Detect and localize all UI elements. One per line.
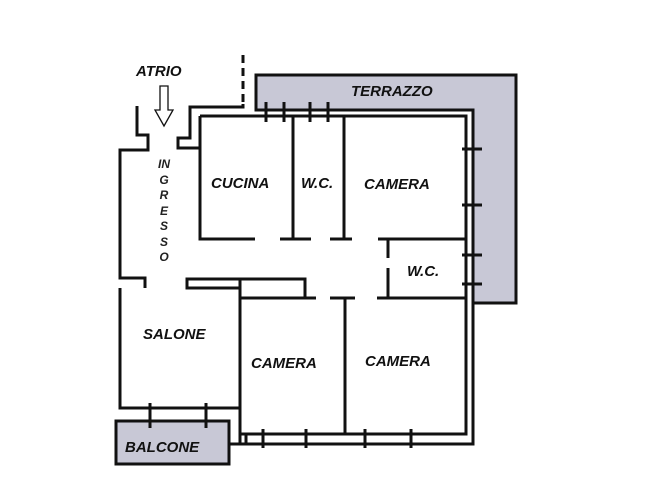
- label-terrazzo: TERRAZZO: [351, 83, 433, 100]
- label-atrio: ATRIO: [136, 63, 182, 80]
- label-cucina: CUCINA: [211, 175, 270, 192]
- label-balcone: BALCONE: [125, 439, 200, 456]
- label-camera-lower-left: CAMERA: [251, 355, 317, 372]
- walls: [118, 55, 475, 446]
- label-ingresso: INGRESSO: [158, 157, 170, 264]
- label-salone: SALONE: [143, 326, 206, 343]
- label-camera-lower-right: CAMERA: [365, 353, 431, 370]
- label-wc-upper: W.C.: [301, 175, 334, 192]
- label-camera-upper: CAMERA: [364, 176, 430, 193]
- entrance-arrow-icon: [153, 85, 175, 128]
- window-marks: [148, 102, 482, 448]
- label-wc-lower: W.C.: [407, 263, 440, 280]
